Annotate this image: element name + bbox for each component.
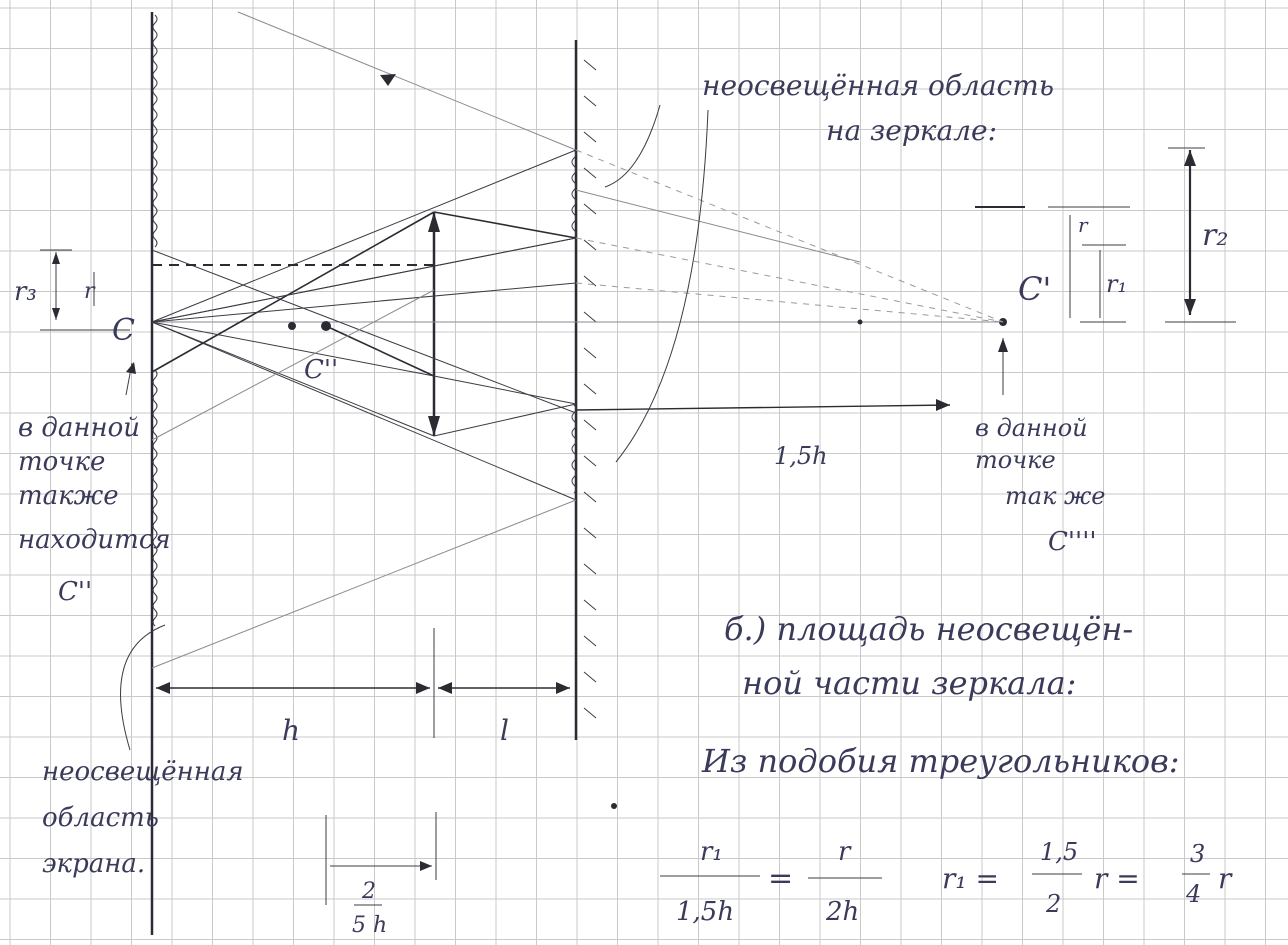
label-unlit-mirror-1: неосвещённая область — [702, 69, 1054, 102]
dimension-two-fifths — [325, 812, 437, 905]
frac-five-h: 5 h — [352, 913, 387, 938]
eq-den-15h: 1,5h — [676, 897, 734, 927]
label-r-left: r — [84, 279, 96, 304]
label-15h: 1,5h — [774, 442, 828, 470]
eq-num-r: r — [838, 837, 852, 867]
left-note-2: точке — [18, 447, 105, 477]
frac-two: 2 — [361, 879, 376, 904]
part-b-2: ной части зеркала: — [742, 664, 1076, 702]
eq-num-15: 1,5 — [1040, 838, 1078, 866]
eq-equals: = — [768, 861, 793, 896]
label-h: h — [282, 714, 300, 747]
mirror — [571, 40, 597, 740]
right-note-1: в данной — [975, 414, 1088, 442]
eq-num-r1: r₁ — [700, 837, 723, 867]
rays — [125, 11, 1008, 669]
label-r: r — [1078, 213, 1089, 237]
part-b-1: б.) площадь неосвещён- — [724, 610, 1133, 648]
label-c-prime: C' — [1018, 270, 1051, 308]
eq-den-4: 4 — [1185, 880, 1201, 908]
optical-axis — [152, 318, 1007, 809]
eq-r-equals: r = — [1094, 862, 1140, 895]
eq-num-3: 3 — [1190, 840, 1205, 868]
label-r1: r₁ — [1106, 270, 1127, 298]
lens — [428, 212, 440, 436]
left-note-1: в данной — [18, 413, 140, 443]
label-l: l — [500, 714, 509, 747]
label-c-double: C'' — [304, 355, 338, 385]
label-c-source: C — [112, 313, 135, 348]
dimension-right — [975, 147, 1236, 323]
eq-r1-equals: r₁ = — [942, 862, 999, 895]
label-unlit-mirror-2: на зеркале: — [826, 114, 997, 147]
left-note-3: также — [18, 481, 119, 511]
similar-triangles: Из подобия треугольников: — [701, 742, 1179, 780]
leader-curves — [120, 104, 709, 751]
screen — [150, 12, 158, 935]
right-note-3: так же — [1005, 482, 1106, 510]
dimension-h-l — [156, 628, 570, 738]
label-r2: r₂ — [1202, 218, 1228, 253]
eq-tail-r: r — [1218, 862, 1233, 895]
left-note-5: C'' — [58, 577, 92, 607]
unlit-screen-3: экрана. — [42, 849, 145, 879]
left-note-4: находится — [18, 525, 171, 555]
right-note-2: точке — [975, 446, 1056, 474]
eq-den-2h: 2h — [825, 897, 859, 927]
unlit-screen-1: неосвещённая — [42, 757, 244, 787]
right-note-4: C'''' — [1048, 527, 1096, 557]
equation: r₁ 1,5h = r 2h r₁ = 1,5 2 r = 3 4 r — [660, 837, 1233, 927]
unlit-screen-2: область — [42, 803, 159, 833]
dimension-r3 — [40, 249, 130, 331]
label-r3: r₃ — [14, 277, 37, 307]
eq-den-2: 2 — [1045, 890, 1061, 918]
